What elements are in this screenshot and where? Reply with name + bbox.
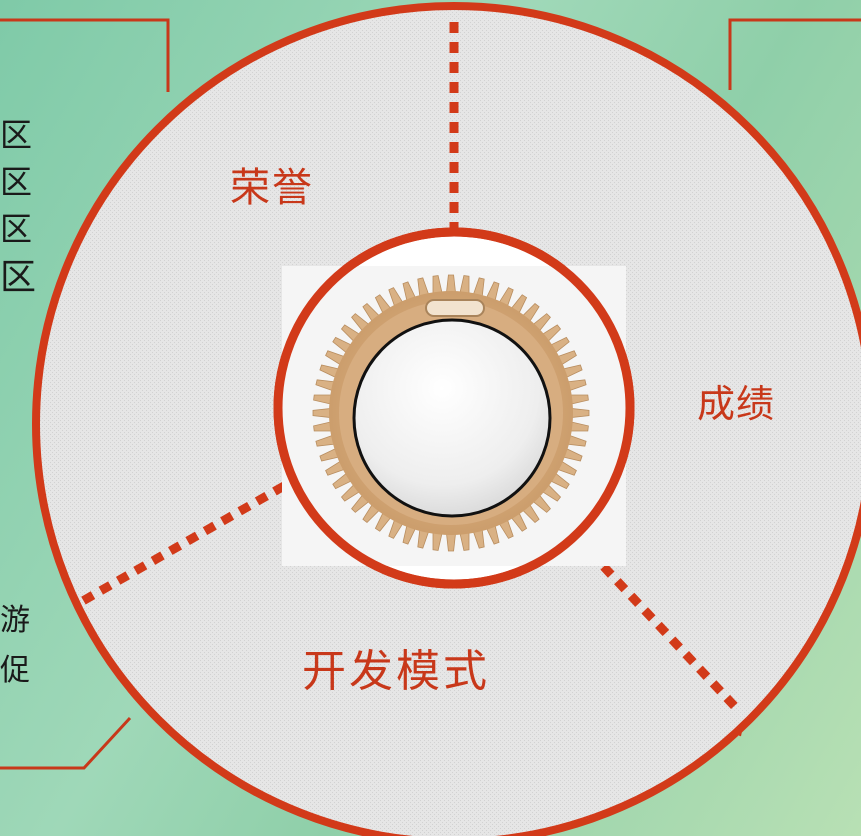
divider-bottom-right <box>586 548 744 716</box>
callout-bracket-top-right <box>728 18 861 90</box>
inner-ring-outline <box>273 227 635 589</box>
callout-bracket-bottom-left <box>0 716 132 770</box>
left-edge-char: 区 <box>0 116 33 154</box>
left-edge-char: 区 <box>0 257 37 298</box>
left-edge-char: 区 <box>0 163 33 201</box>
left-edge-char: 促 <box>0 653 30 688</box>
left-edge-char: 游 <box>0 603 30 638</box>
callout-bracket-top-left <box>0 18 170 92</box>
gear-slot <box>425 299 485 317</box>
center-button[interactable] <box>352 318 552 518</box>
divider-bottom-left <box>71 482 287 610</box>
left-edge-char: 区 <box>0 210 33 248</box>
section-label-results: 成绩 <box>697 382 776 426</box>
section-label-honor: 荣誉 <box>230 165 314 211</box>
section-label-dev-mode: 开发模式 <box>302 646 490 697</box>
section-dividers <box>71 22 744 716</box>
